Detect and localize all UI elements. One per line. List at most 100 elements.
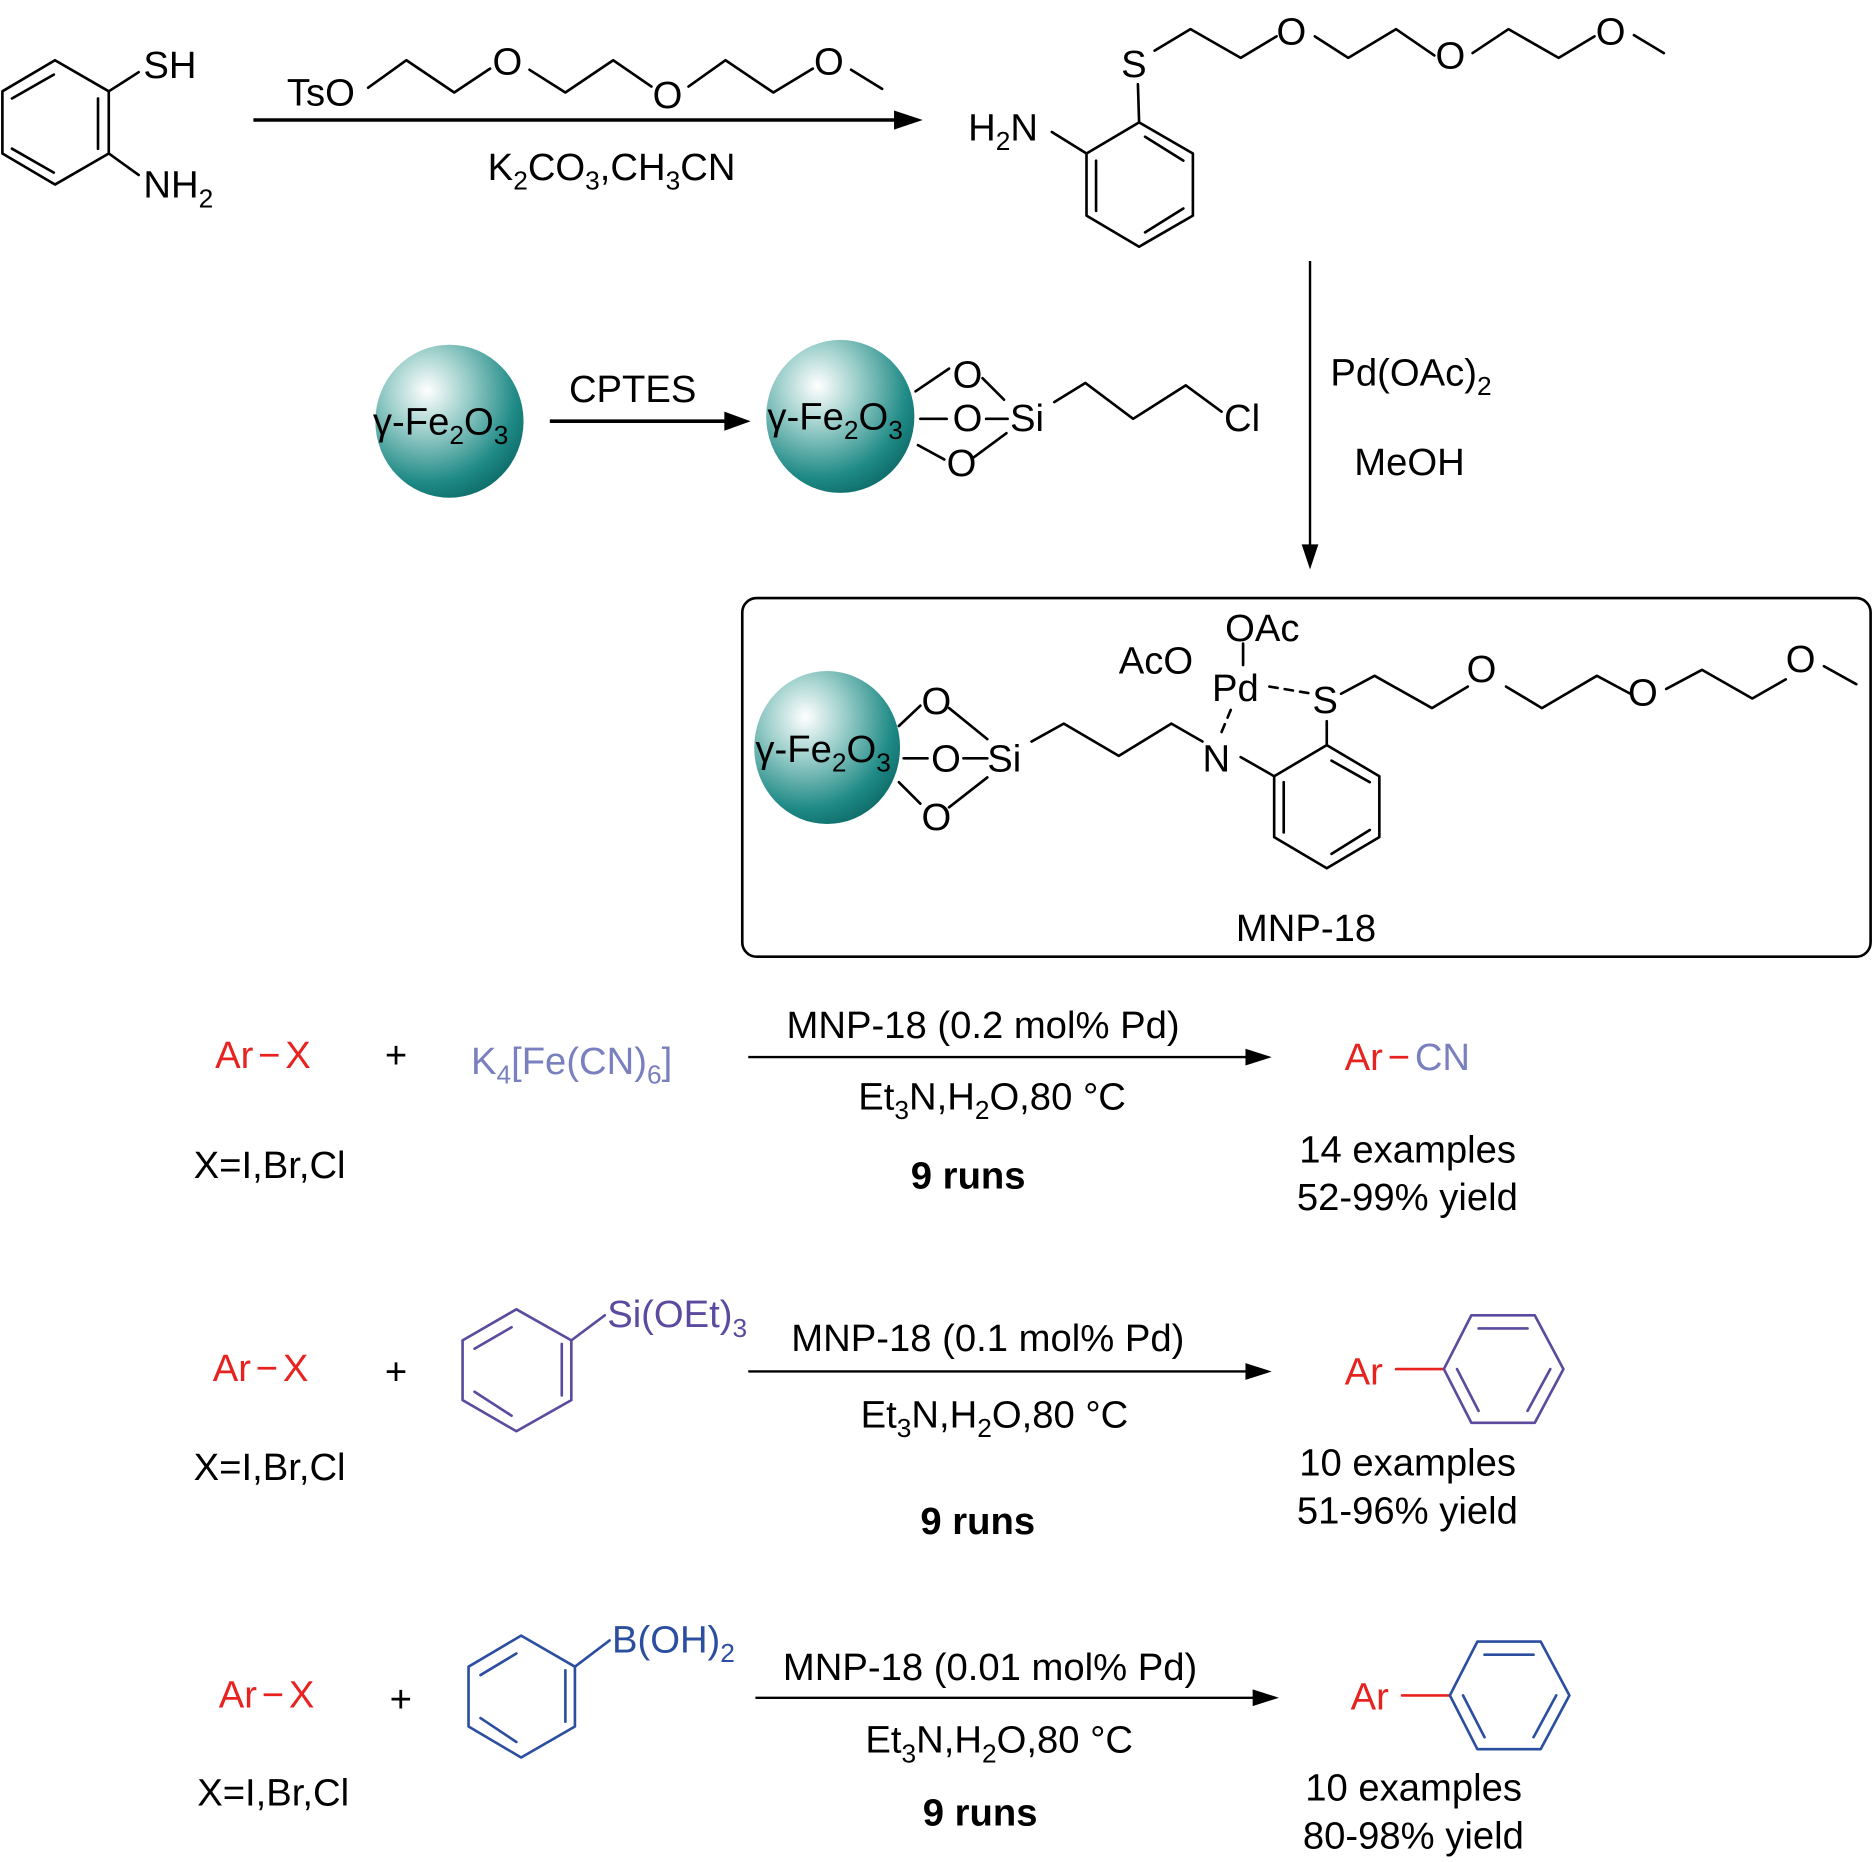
phenylboronic-acid-reagent: B(OH)2 (467, 1618, 735, 1759)
pd-s-coordination (1268, 685, 1314, 696)
tosylate-reagent: TsO O O O (287, 41, 884, 117)
example-count: 14 examples (1299, 1128, 1516, 1171)
benzene-ring (467, 1634, 577, 1759)
catalyst-box (740, 596, 1872, 959)
plus-sign: + (390, 1678, 412, 1721)
halide-definition: X=I,Br,Cl (194, 1144, 346, 1187)
palladium-acetate-label: Pd(OAc)2 (1330, 351, 1491, 401)
arrowhead-icon (894, 110, 923, 130)
peg-chain (366, 58, 492, 94)
peg-chain (1471, 27, 1596, 60)
catalyst-loading: MNP-18 (0.01 mol% Pd) (783, 1646, 1197, 1689)
reaction-hiyama: Ar−X + Si(OEt)3 X=I,Br,Cl MNP-18 (0.1 mo… (194, 1293, 1565, 1543)
arrowhead-icon (724, 411, 751, 431)
c-n-bond (1239, 755, 1276, 778)
nitrile-product: Ar−CN (1345, 1036, 1470, 1079)
ring-double-bond (1455, 1367, 1480, 1413)
c-b-bond (573, 1639, 611, 1669)
ether-o-label: O (492, 41, 522, 84)
ring-double-bond (1330, 759, 1372, 784)
aryl-label: Ar (1351, 1676, 1390, 1719)
ether-o-label: O (1628, 672, 1658, 715)
ether-o-label: O (1786, 638, 1816, 681)
sulfur-label: S (1121, 43, 1147, 86)
peg-chain (1504, 674, 1632, 710)
ether-o-label: O (1436, 35, 1466, 78)
example-count: 10 examples (1305, 1767, 1522, 1810)
plus-sign: + (385, 1351, 407, 1394)
ring-double-bond (10, 73, 56, 100)
catalyst-loading: MNP-18 (0.1 mol% Pd) (791, 1317, 1184, 1360)
o-si-bond (947, 776, 989, 809)
o-si-bond (972, 431, 1008, 459)
example-count: 10 examples (1299, 1441, 1516, 1484)
recycle-runs: 9 runs (911, 1155, 1026, 1198)
c-s-bond (107, 70, 140, 93)
ring-double-bond (1532, 1694, 1558, 1739)
palladium-label: Pd (1212, 667, 1259, 710)
peg-chain (1153, 27, 1278, 60)
ether-o-label: O (1467, 648, 1497, 691)
cptes-label: CPTES (569, 368, 696, 411)
methyl-bond (1822, 664, 1858, 686)
benzene-ring (1085, 121, 1195, 249)
particle-label: γ-Fe2O3 (755, 728, 890, 778)
acetate-label: OAc (1225, 607, 1299, 650)
catalyst-structure: γ-Fe2O3 O O O Si N Pd OAc AcO S O O O MN… (754, 607, 1858, 950)
particle-label: γ-Fe2O3 (373, 400, 508, 450)
tso-label: TsO (287, 72, 355, 115)
ether-o-label: O (1277, 11, 1307, 54)
ether-o-label: O (1596, 11, 1626, 54)
peg-chain (1313, 27, 1436, 60)
biaryl-product: Ar (1351, 1640, 1571, 1751)
acetate-label: AcO (1119, 639, 1193, 682)
phenylsilane-reagent: Si(OEt)3 (461, 1293, 747, 1433)
amine-label: H2N (968, 106, 1038, 156)
chloropropyl-nanoparticle: γ-Fe2O3 O O O Si Cl (766, 339, 1260, 493)
methyl-bond (1632, 33, 1666, 55)
methanol-label: MeOH (1354, 441, 1464, 484)
aryl-halide: Ar−X (215, 1034, 311, 1077)
c-s-bond (1136, 82, 1141, 124)
yield-range: 80-98% yield (1303, 1814, 1524, 1857)
nanoparticle-sphere (766, 339, 915, 493)
ring-double-bond (10, 147, 56, 174)
o-bond (914, 367, 951, 393)
o-si-bond (981, 376, 1006, 402)
halide-definition: X=I,Br,Cl (194, 1446, 346, 1489)
arrowhead-icon (1252, 1689, 1279, 1707)
reaction-suzuki: Ar−X + B(OH)2 X=I,Br,Cl MNP-18 (0.01 mol… (197, 1618, 1571, 1857)
peg-chain (528, 58, 653, 94)
recycle-runs: 9 runs (920, 1500, 1035, 1543)
aminothiophenol-structure: SH NH2 (1, 44, 213, 213)
reaction-cyanation: Ar−X + K4[Fe(CN)6] X=I,Br,Cl MNP-18 (0.2… (194, 1004, 1518, 1219)
peg-chain (1664, 668, 1788, 700)
boronic-acid-label: B(OH)2 (612, 1618, 735, 1668)
oxygen-label: O (953, 354, 983, 397)
yield-range: 51-96% yield (1297, 1489, 1518, 1532)
reaction-conditions: Et3N,H2O,80 °C (861, 1394, 1129, 1444)
o-si-bond (947, 706, 989, 741)
triethoxysilyl-label: Si(OEt)3 (607, 1293, 747, 1343)
ring-double-bond (473, 1390, 513, 1417)
c-n-bond (107, 152, 140, 177)
ferrocyanide-reagent: K4[Fe(CN)6] (471, 1040, 672, 1090)
oxygen-label: O (953, 397, 983, 440)
peg-chain (1339, 674, 1470, 710)
oxygen-label: O (922, 796, 952, 839)
recycle-runs: 9 runs (923, 1792, 1038, 1835)
pd-n-coordination (1220, 701, 1235, 734)
thiol-label: SH (143, 44, 196, 87)
nitrogen-label: N (1202, 737, 1230, 780)
plus-sign: + (385, 1034, 407, 1077)
ring-double-bond (1526, 1367, 1552, 1413)
biaryl-product: Ar (1345, 1313, 1565, 1425)
nanoparticle-sphere (375, 344, 524, 498)
propyl-chain (1052, 381, 1223, 421)
sulfur-label: S (1312, 679, 1338, 722)
particle-label: γ-Fe2O3 (767, 396, 902, 446)
arrowhead-icon (1245, 1363, 1272, 1380)
reaction-conditions: Et3N,H2O,80 °C (858, 1076, 1126, 1126)
reaction-conditions: Et3N,H2O,80 °C (865, 1719, 1133, 1769)
aryl-label: Ar (1345, 1351, 1384, 1394)
